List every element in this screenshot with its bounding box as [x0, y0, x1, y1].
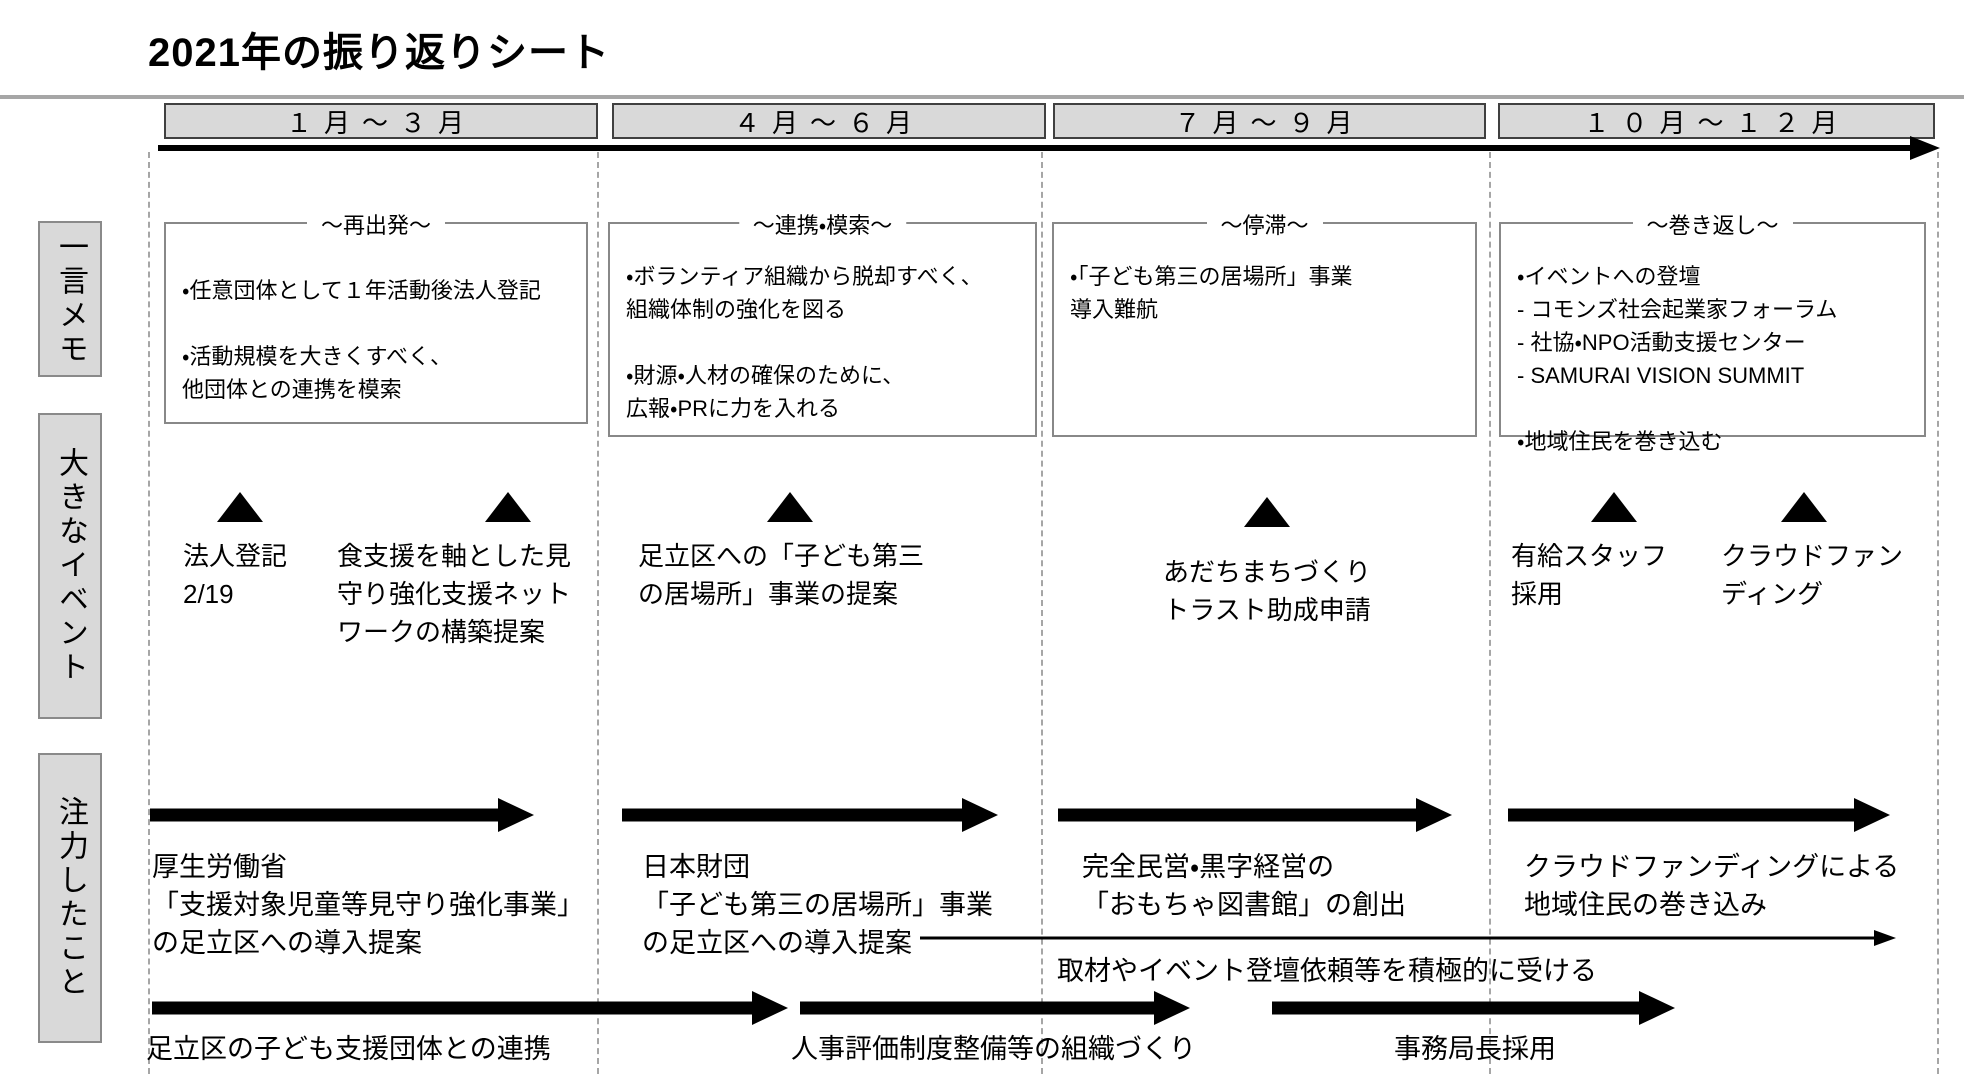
arrow-head: [1639, 991, 1675, 1025]
row-label-focus: 注力したこと: [38, 753, 102, 1043]
focus-arrow-q4: [1508, 798, 1890, 832]
event-label-5: 有給スタッフ 採用: [1511, 541, 1668, 609]
timeline-arrow-icon: [158, 136, 1940, 160]
memo-heading-q4: ～巻き返し～: [1632, 208, 1793, 240]
bottom-note-3: 事務局長採用: [1394, 1034, 1556, 1064]
bottom-note-2: 人事評価制度整備等の組織づくり: [791, 1034, 1196, 1064]
focus-note-q3: 完全民営・黒字経営の 「おもちゃ図書館」の創出: [1082, 852, 1406, 920]
column-separator: [1937, 152, 1939, 1074]
memo-body-q2: ・ボランティア組織から脱却すべく、 組織体制の強化を図る ・財源・人材の確保のた…: [626, 264, 983, 421]
quarter-label: ７月～９月: [1174, 107, 1365, 138]
memo-body-q1: ・任意団体として１年活動後法人登記 ・活動規模を大きくすべく、 他団体との連携を…: [182, 278, 541, 402]
memo-heading-q1: ～再出発～: [306, 208, 446, 240]
event-triangle-icon: [767, 492, 813, 522]
media-arrow: [920, 929, 1896, 947]
arrow-head: [962, 798, 998, 832]
focus-arrow-q1: [150, 798, 534, 832]
event-label-3: 足立区への「子ども第三 の居場所」事業の提案: [638, 541, 925, 609]
arrow-shaft: [1058, 808, 1418, 822]
column-separator: [1489, 152, 1491, 1074]
event-triangle-icon: [1591, 492, 1637, 522]
row-label-events: 大きなイベント: [38, 413, 102, 719]
memo-heading-q3: ～停滞～: [1206, 208, 1323, 240]
arrow-head: [752, 991, 788, 1025]
bottom-arrow-2: [800, 991, 1190, 1025]
arrow-shaft: [920, 936, 1876, 940]
arrow-shaft: [800, 1001, 1156, 1015]
focus-note-q2: 日本財団 「子ども第三の居場所」事業 の足立区への導入提案: [642, 852, 993, 958]
focus-arrow-q3: [1058, 798, 1452, 832]
arrow-shaft: [152, 1001, 754, 1015]
memo-body-q4: ・イベントへの登壇 - コモンズ社会起業家フォーラム - 社協・NPO活動支援セ…: [1517, 264, 1838, 454]
focus-note-q4: クラウドファンディングによる 地域住民の巻き込み: [1524, 852, 1900, 920]
arrow-shaft: [622, 808, 964, 822]
event-label-6: クラウドファン ディング: [1721, 541, 1904, 609]
quarter-label: ４月～６月: [733, 107, 924, 138]
memo-body-q3: ・「子ども第三の居場所」事業 導入難航: [1070, 264, 1353, 322]
focus-arrow-q2: [622, 798, 998, 832]
quarter-label: １月～３月: [285, 107, 476, 138]
quarter-header-q2: ４月～６月: [612, 103, 1046, 139]
memo-box-q1: ～再出発～ ・任意団体として１年活動後法人登記 ・活動規模を大きくすべく、 他団…: [164, 208, 588, 424]
bottom-arrow-1: [152, 991, 788, 1025]
event-triangle-icon: [485, 492, 531, 522]
column-separator: [148, 152, 150, 1074]
arrow-head: [1910, 136, 1940, 160]
column-separator: [597, 152, 599, 1074]
memo-box-q3: ～停滞～ ・「子ども第三の居場所」事業 導入難航: [1052, 208, 1477, 437]
memo-box-q2: ～連携・模索～ ・ボランティア組織から脱却すべく、 組織体制の強化を図る ・財源…: [608, 208, 1037, 437]
event-triangle-icon: [1781, 492, 1827, 522]
arrow-shaft: [1508, 808, 1856, 822]
row-label-memo: 一言メモ: [38, 221, 102, 377]
event-label-2: 食支援を軸とした見 守り強化支援ネット ワークの構築提案: [337, 541, 572, 647]
quarter-header-q1: １月～３月: [164, 103, 598, 139]
event-triangle-icon: [1244, 497, 1290, 527]
arrow-shaft: [150, 808, 500, 822]
arrow-head: [1154, 991, 1190, 1025]
focus-note-q1: 厚生労働省 「支援対象児童等見守り強化事業」 の足立区への導入提案: [152, 852, 584, 958]
column-separator: [1041, 152, 1043, 1074]
arrow-head: [498, 798, 534, 832]
arrow-head: [1874, 930, 1896, 946]
quarter-header-q4: １０月～１２月: [1498, 103, 1935, 139]
quarter-label: １０月～１２月: [1583, 107, 1850, 138]
arrow-shaft: [1272, 1001, 1641, 1015]
page-title: 2021年の振り返りシート: [148, 31, 610, 75]
bottom-note-1: 足立区の子ども支援団体との連携: [146, 1034, 551, 1064]
event-triangle-icon: [217, 492, 263, 522]
quarter-header-q3: ７月～９月: [1053, 103, 1486, 139]
memo-heading-q2: ～連携・模索～: [738, 208, 907, 240]
event-label-4: あだちまちづくり トラスト助成申請: [1162, 557, 1372, 625]
memo-box-q4: ～巻き返し～ ・イベントへの登壇 - コモンズ社会起業家フォーラム - 社協・N…: [1499, 208, 1926, 454]
arrow-shaft: [158, 145, 1912, 151]
media-note: 取材やイベント登壇依頼等を積極的に受ける: [1057, 956, 1597, 986]
title-divider: [0, 95, 1964, 99]
arrow-head: [1854, 798, 1890, 832]
event-label-1: 法人登記 2/19: [183, 541, 288, 609]
bottom-arrow-3: [1272, 991, 1675, 1025]
arrow-head: [1416, 798, 1452, 832]
